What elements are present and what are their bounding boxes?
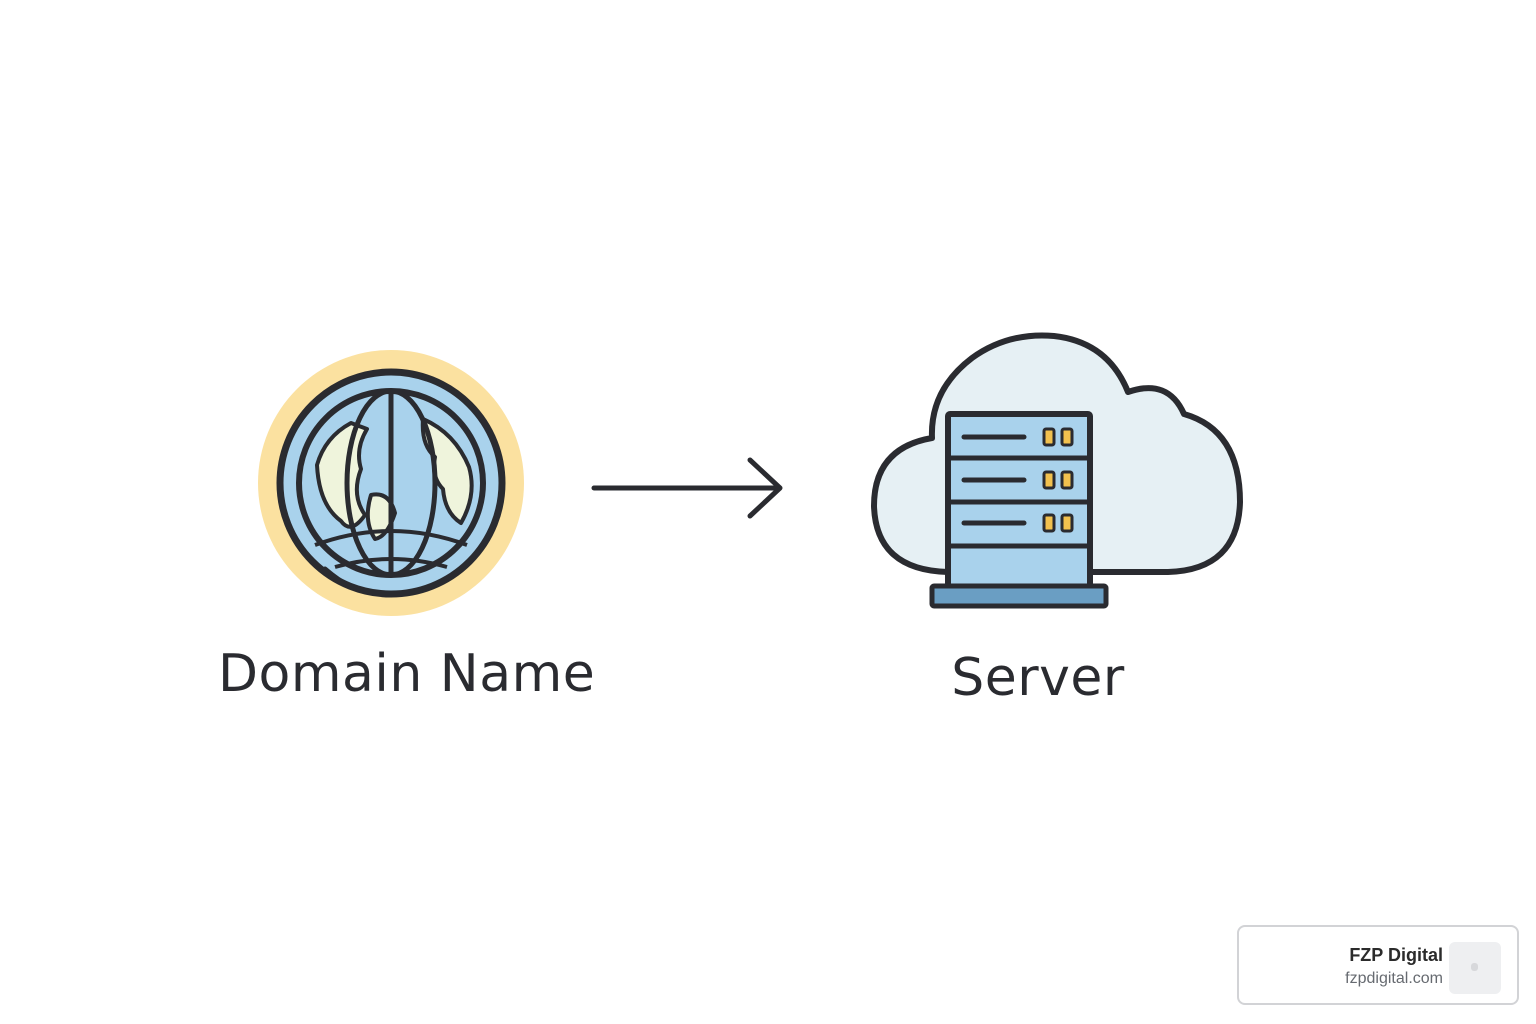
brand-card[interactable]: FZP Digital fzpdigital.com: [1237, 925, 1519, 1005]
brand-logo-icon: [1449, 942, 1501, 994]
domain-name-node: [255, 345, 527, 621]
arrow-right-icon: [591, 457, 783, 519]
globe-icon: [258, 350, 524, 616]
cloud-server-icon: [871, 332, 1243, 609]
brand-name: FZP Digital: [1349, 945, 1443, 965]
brand-url: fzpdigital.com: [1345, 970, 1443, 987]
domain-name-label: Domain Name: [218, 644, 596, 704]
server-node: [868, 330, 1246, 614]
server-label: Server: [951, 648, 1125, 708]
connection-arrow: [588, 452, 788, 524]
